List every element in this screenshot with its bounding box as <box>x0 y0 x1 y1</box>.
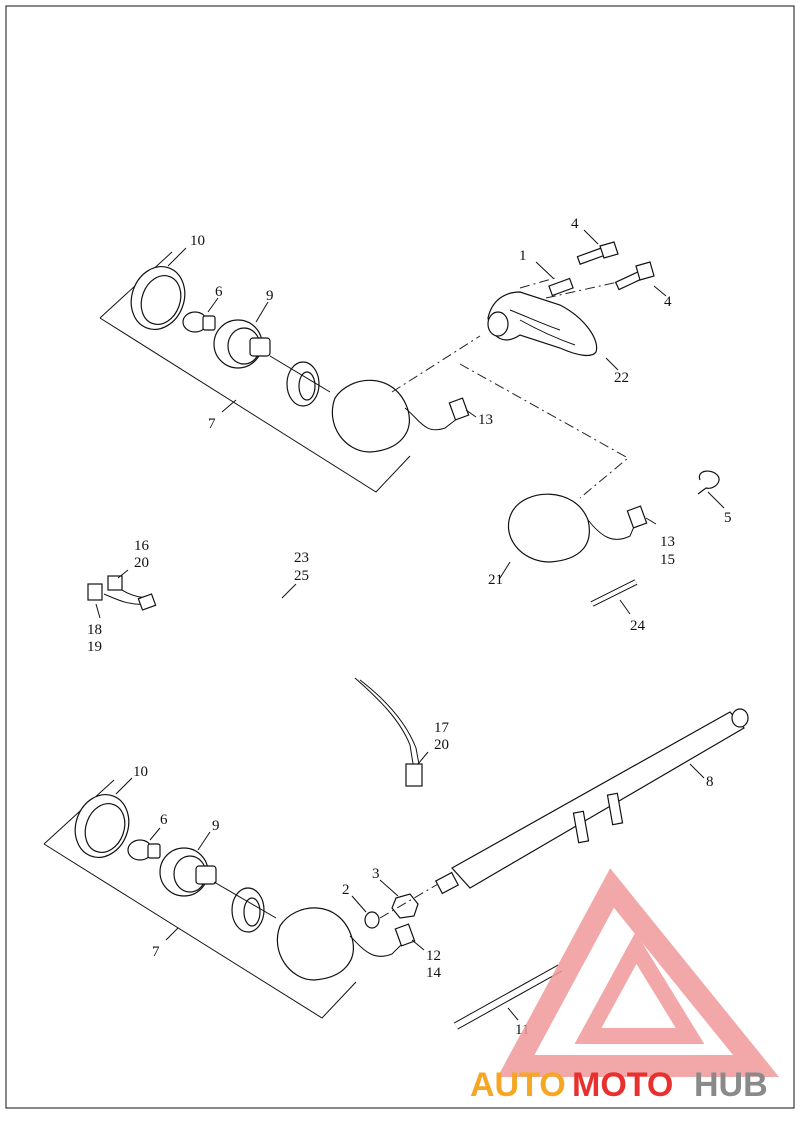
page-border <box>5 5 795 1109</box>
nut <box>391 893 419 919</box>
label-13-upper: 13 <box>478 412 493 428</box>
watermark-logo <box>497 868 780 1077</box>
harness-connector-b <box>107 575 123 591</box>
mount-line-1 <box>391 335 481 393</box>
label-5: 5 <box>724 510 732 526</box>
label-8: 8 <box>706 774 714 790</box>
logo-triangle-inner <box>574 932 705 1044</box>
label-10-upper: 10 <box>190 233 205 249</box>
label-4-right: 4 <box>664 294 672 310</box>
label-12: 12 <box>426 948 441 964</box>
signal-housing-standalone <box>499 493 657 579</box>
label-6-upper: 6 <box>215 284 223 300</box>
label-7-upper: 7 <box>208 416 216 432</box>
label-25: 25 <box>294 568 309 584</box>
mount-line-3 <box>545 281 619 299</box>
connector-standalone <box>626 505 648 529</box>
signal-housing-lower <box>276 907 354 981</box>
washer <box>364 911 380 929</box>
label-7-lower: 7 <box>152 944 160 960</box>
label-24: 24 <box>630 618 646 634</box>
bulb-upper <box>182 311 216 333</box>
label-1: 1 <box>519 248 527 264</box>
bulb-lower <box>127 839 161 861</box>
harness-connector-end <box>405 763 423 787</box>
connector-lower <box>394 923 416 947</box>
label-22: 22 <box>614 370 629 386</box>
pin <box>590 579 638 615</box>
label-10-lower: 10 <box>133 764 148 780</box>
label-14: 14 <box>426 965 442 981</box>
socket-lower <box>159 847 217 897</box>
label-19: 19 <box>87 639 102 655</box>
callout-labels: 10 6 9 7 13 4 1 4 22 5 13 15 21 24 16 20… <box>87 216 732 1038</box>
rod <box>454 964 562 1030</box>
harness-connector-a <box>87 583 103 601</box>
bolt-upper <box>576 229 619 265</box>
lens-ring-lower <box>74 794 130 858</box>
lower-turn-signal-assembly <box>43 777 425 1019</box>
label-23: 23 <box>294 550 309 566</box>
mount-bracket <box>487 291 598 357</box>
mount-line-2 <box>459 363 629 499</box>
cable-clip <box>697 470 720 495</box>
label-15: 15 <box>660 552 675 568</box>
label-18: 18 <box>87 622 102 638</box>
label-20-lower: 20 <box>434 737 449 753</box>
label-9-lower: 9 <box>212 818 220 834</box>
watermark-text: AUTO MOTO HUB <box>470 1066 768 1104</box>
signal-housing-upper <box>331 379 410 453</box>
label-2: 2 <box>342 882 350 898</box>
label-17: 17 <box>434 720 450 736</box>
watermark-auto: AUTO <box>470 1066 566 1104</box>
bolt-lower <box>614 261 667 297</box>
upper-turn-signal-assembly <box>99 247 477 493</box>
wiring-harness <box>87 569 429 787</box>
label-3: 3 <box>372 866 380 882</box>
handlebar <box>434 708 749 895</box>
logo-triangle-outer <box>497 868 780 1077</box>
connector-upper <box>448 397 470 421</box>
stud <box>535 261 574 297</box>
label-9-upper: 9 <box>266 288 274 304</box>
lens-ring-upper <box>130 266 186 330</box>
watermark-hub: HUB <box>694 1066 768 1104</box>
watermark-moto: MOTO <box>572 1066 673 1104</box>
label-13-right: 13 <box>660 534 675 550</box>
label-21: 21 <box>488 572 503 588</box>
label-20-upper: 20 <box>134 555 149 571</box>
label-4-top: 4 <box>571 216 579 232</box>
socket-upper <box>213 319 271 369</box>
label-6-lower: 6 <box>160 812 168 828</box>
label-16: 16 <box>134 538 150 554</box>
